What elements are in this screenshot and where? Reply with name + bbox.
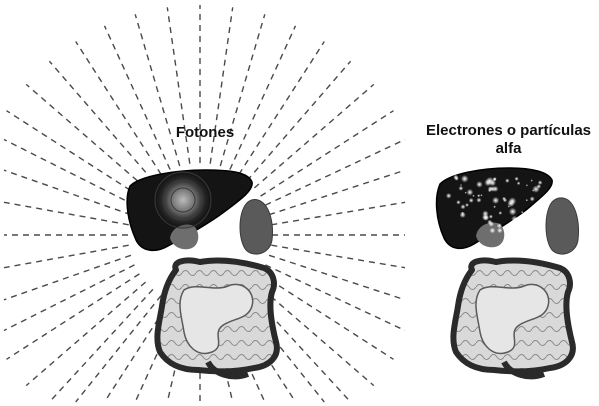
particle-sparkle — [509, 222, 512, 225]
particle-sparkle — [476, 181, 483, 188]
particle-sparkle — [505, 179, 509, 183]
particle-sparkle — [465, 203, 469, 207]
particle-sparkle — [531, 179, 533, 181]
electrons-label-line2: alfa — [418, 140, 599, 158]
photon-ray — [4, 265, 135, 331]
particle-sparkle — [453, 175, 458, 180]
photon-ray — [4, 140, 135, 206]
particle-sparkle — [492, 197, 499, 204]
particle-sparkle — [482, 214, 489, 221]
photon-ray — [49, 289, 152, 402]
particle-sparkle — [526, 199, 528, 201]
particle-sparkle — [461, 204, 466, 209]
particle-sparkle — [515, 177, 519, 181]
photon-ray — [271, 245, 405, 268]
left-kidney — [240, 200, 273, 255]
particle-sparkle — [493, 206, 496, 209]
photon-ray — [266, 265, 406, 331]
particle-sparkle — [489, 221, 495, 227]
particle-sparkle — [532, 185, 539, 192]
particle-sparkle — [497, 228, 503, 234]
photon-ray — [261, 111, 394, 196]
electrons-label-line1: Electrones o partículas — [418, 122, 599, 140]
particle-sparkle — [521, 211, 523, 213]
particle-sparkle — [472, 195, 474, 197]
particle-sparkle — [499, 211, 503, 215]
particle-sparkle — [492, 177, 496, 181]
particle-sparkle — [509, 208, 517, 216]
particle-sparkle — [511, 216, 518, 223]
particle-sparkle — [489, 215, 493, 219]
right-kidney — [546, 198, 579, 254]
particle-sparkle — [530, 196, 535, 201]
particle-sparkle — [446, 193, 452, 199]
electrons-label: Electrones o partículas alfa — [418, 122, 599, 158]
particle-sparkle — [503, 198, 507, 202]
photon-ray — [271, 202, 405, 225]
photon-ray — [4, 170, 131, 215]
left-hotspot — [153, 170, 213, 230]
right-organs — [437, 168, 579, 376]
particle-sparkle — [461, 175, 469, 183]
particle-sparkle — [484, 179, 491, 186]
particle-sparkle — [489, 228, 495, 234]
photon-ray — [254, 84, 373, 187]
photon-ray — [76, 42, 161, 175]
particle-sparkle — [460, 184, 462, 186]
photon-ray — [266, 140, 406, 206]
photon-ray — [49, 61, 152, 180]
particle-sparkle — [532, 189, 534, 191]
photon-ray — [135, 14, 180, 166]
particle-sparkle — [509, 197, 517, 205]
particle-sparkle — [480, 194, 482, 196]
particle-sparkle — [517, 182, 521, 186]
particle-sparkle — [526, 221, 529, 224]
particle-sparkle — [456, 200, 460, 204]
photons-label: Fotones — [150, 124, 260, 142]
photon-ray — [7, 111, 140, 196]
particle-sparkle — [534, 213, 540, 219]
particle-sparkle — [537, 204, 543, 210]
particle-sparkle — [465, 192, 467, 194]
photon-ray — [7, 274, 140, 359]
particle-sparkle — [459, 186, 464, 191]
photon-ray — [4, 255, 131, 299]
particle-sparkle — [476, 198, 481, 203]
particle-sparkle — [533, 220, 539, 226]
particle-sparkle — [488, 189, 491, 192]
photon-ray — [261, 274, 394, 359]
photon-ray — [26, 84, 145, 187]
left-organs — [127, 170, 277, 376]
photon-ray — [239, 42, 324, 175]
photon-ray — [220, 14, 264, 166]
particle-sparkle — [467, 189, 474, 196]
photon-ray — [247, 61, 351, 180]
photon-ray — [76, 296, 161, 402]
particle-sparkle — [526, 184, 528, 186]
photon-ray — [4, 202, 129, 225]
particle-sparkle — [461, 212, 464, 215]
particle-sparkle — [469, 198, 474, 203]
particle-sparkle — [477, 194, 480, 197]
photon-ray — [4, 245, 129, 268]
photon-ray — [26, 282, 145, 386]
